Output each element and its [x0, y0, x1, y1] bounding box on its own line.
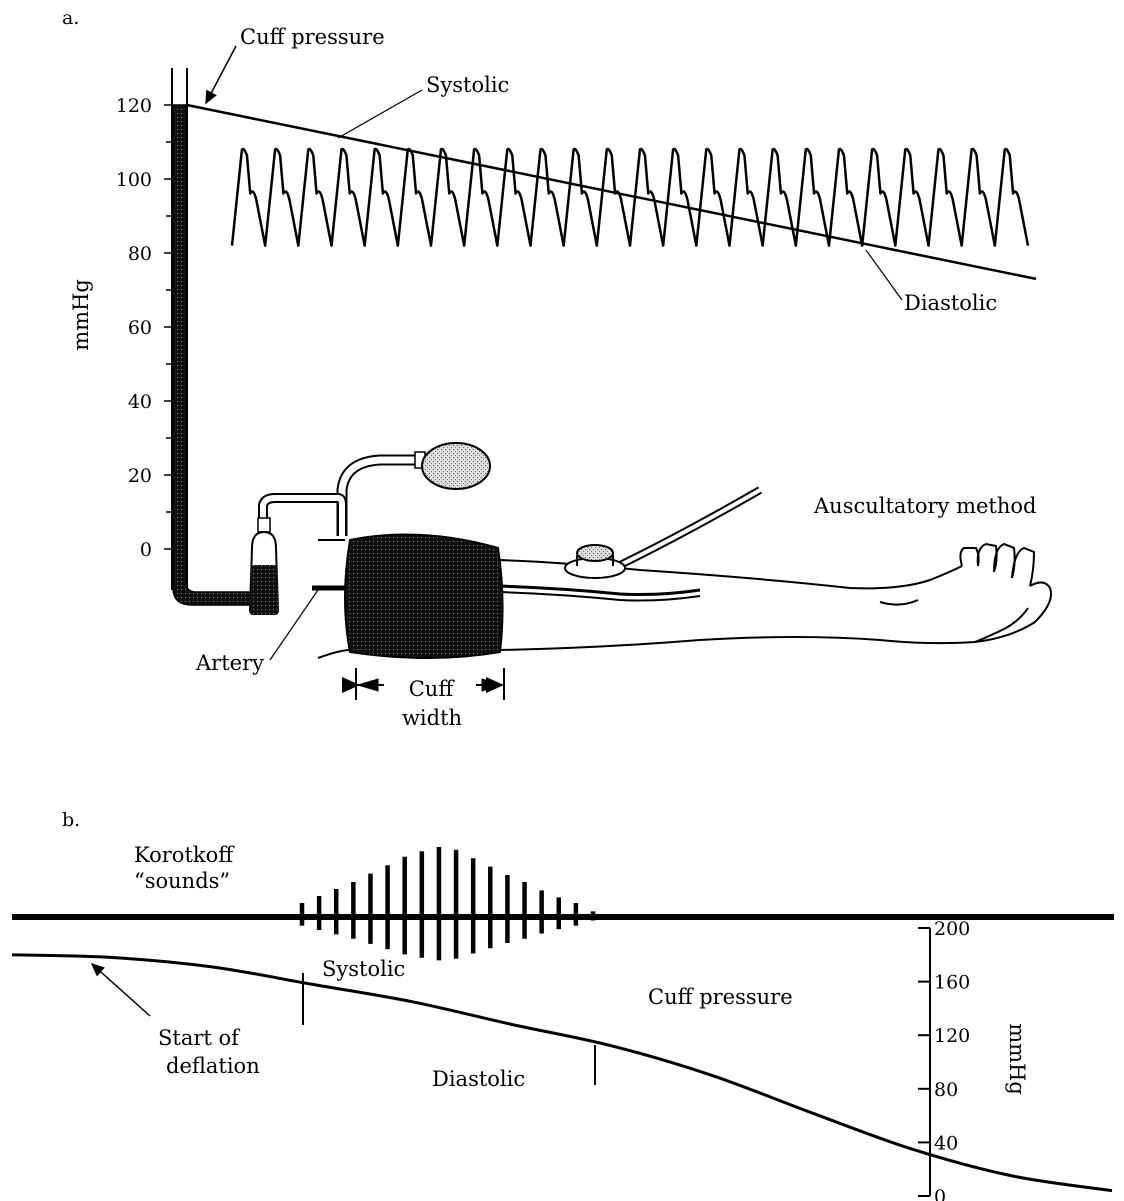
method-label: Auscultatory method [813, 494, 1036, 518]
pressure-cuff [344, 533, 504, 659]
panel-b-letter: b. [62, 809, 80, 831]
cuff-pressure-curve [11, 953, 1113, 1193]
y-tick-label: 40 [128, 391, 152, 413]
inflation-bulb [336, 442, 491, 536]
korotkoff-sound-bursts [299, 847, 596, 961]
y-tick-label: 60 [128, 317, 152, 339]
y-tick-label: 120 [934, 1025, 970, 1047]
artery [312, 584, 701, 602]
cuff-pressure-label: Cuff pressure [240, 25, 385, 49]
manometer-reservoir [248, 493, 347, 615]
systolic-label-b: Systolic [322, 957, 405, 981]
y-tick-label: 40 [934, 1132, 958, 1154]
panel-b-y-ticks [918, 927, 930, 1197]
cuff-pressure-line [186, 103, 1037, 281]
manometer [171, 68, 253, 606]
cuff-width-label-line1: Cuff [409, 677, 456, 701]
panel-b: b. Korotkoff “sounds” Systolic Diastolic… [11, 809, 1114, 1201]
y-tick-label: 160 [934, 972, 970, 994]
y-tick-label: 0 [140, 539, 152, 561]
y-tick-label: 0 [934, 1186, 946, 1201]
start-of-deflation-arrow [90, 962, 151, 1017]
y-tick-label: 120 [116, 95, 152, 117]
cuff-pressure-label-b: Cuff pressure [648, 985, 793, 1009]
cuff-pressure-arrow [205, 45, 237, 105]
artery-leader [269, 589, 319, 661]
systolic-label-a: Systolic [426, 73, 509, 97]
y-tick-label: 80 [934, 1079, 958, 1101]
panel-a-y-tick-labels: 120 100 80 60 40 20 0 [116, 95, 152, 561]
panel-a: a. 120 100 80 60 40 20 0 mmHg Cuff pressure Sy… [62, 7, 1052, 730]
korotkoff-label-line1: Korotkoff [134, 843, 235, 867]
panel-a-y-axis-label: mmHg [69, 279, 93, 351]
y-tick-label: 100 [116, 169, 152, 191]
diastolic-leader-a [865, 249, 903, 301]
diastolic-label-b: Diastolic [432, 1067, 525, 1091]
mercury-column [172, 104, 253, 606]
panel-b-y-axis-label: mmHg [1005, 1023, 1029, 1095]
panel-b-y-tick-labels: 200 160 120 80 40 0 [934, 918, 970, 1201]
panel-a-letter: a. [62, 7, 79, 29]
stethoscope [564, 486, 762, 579]
systolic-leader-a [337, 89, 423, 139]
panel-a-y-axis [164, 104, 172, 550]
cuff-width-dimension [342, 668, 505, 700]
y-tick-label: 200 [934, 918, 970, 940]
artery-label: Artery [195, 651, 264, 675]
diastolic-label-a: Diastolic [904, 291, 997, 315]
start-of-deflation-label-line2: deflation [166, 1054, 260, 1078]
arterial-pressure-wave [230, 147, 1030, 247]
cuff-width-label-line2: width [402, 706, 462, 730]
y-tick-label: 80 [128, 243, 152, 265]
y-tick-label: 20 [128, 465, 152, 487]
korotkoff-label-line2: “sounds” [134, 869, 230, 893]
start-of-deflation-label-line1: Start of [158, 1026, 241, 1050]
